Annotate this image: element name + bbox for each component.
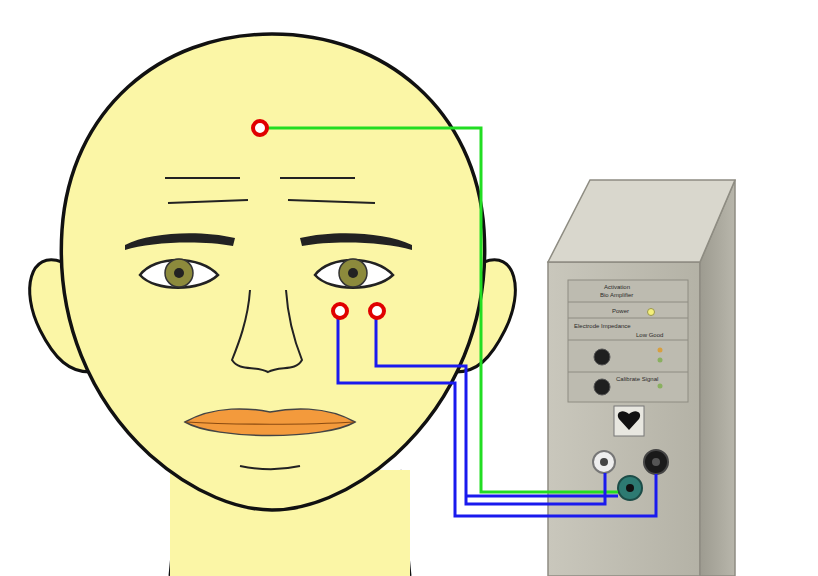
ground-wire — [264, 128, 618, 492]
electrode — [370, 304, 384, 318]
panel-label: Bio Amplifier — [600, 292, 633, 299]
right-eye — [315, 260, 393, 288]
indicator-led — [658, 348, 663, 353]
panel-rule — [568, 340, 688, 341]
chin-line — [240, 466, 300, 469]
ground-electrode — [253, 121, 267, 135]
heart-icon-box — [614, 406, 644, 436]
left-iris — [165, 259, 193, 287]
impedance-button — [594, 349, 610, 365]
right-eyebrow — [300, 233, 412, 250]
electrode — [333, 304, 347, 318]
device-top — [548, 180, 735, 262]
black-socket — [644, 450, 668, 474]
device-label-panel — [568, 280, 688, 402]
left-eye — [140, 260, 218, 288]
panel-label: Activation — [604, 284, 630, 291]
nose — [232, 290, 302, 372]
right-pupil — [348, 268, 358, 278]
left-eyebrow — [125, 233, 235, 250]
panel-label: Low Good — [636, 332, 663, 339]
lip-line — [186, 422, 354, 424]
panel-label: Electrode Impedance — [574, 323, 631, 330]
black-socket-hole — [652, 458, 660, 466]
left-pupil — [174, 268, 184, 278]
teal-socket — [618, 476, 642, 500]
panel-rule — [568, 318, 688, 319]
panel-rule — [568, 372, 688, 373]
panel-label: Calibrate Signal — [616, 376, 658, 383]
lips — [185, 409, 355, 436]
teal-socket-hole — [626, 484, 634, 492]
white-socket — [593, 451, 615, 473]
device-front — [548, 262, 700, 576]
panel-rule — [568, 302, 688, 303]
heart-icon — [618, 411, 640, 430]
indicator-led — [658, 358, 663, 363]
electrode-wire — [466, 495, 618, 498]
power-led — [648, 309, 655, 316]
electrode-wire — [376, 316, 605, 504]
right-iris — [339, 259, 367, 287]
panel-label: Power — [612, 308, 629, 315]
white-socket-hole — [600, 458, 608, 466]
indicator-led — [658, 384, 663, 389]
calibrate-button — [594, 379, 610, 395]
head-outline — [61, 34, 484, 510]
electrode-wire — [338, 316, 656, 516]
forehead-lines — [165, 178, 375, 203]
